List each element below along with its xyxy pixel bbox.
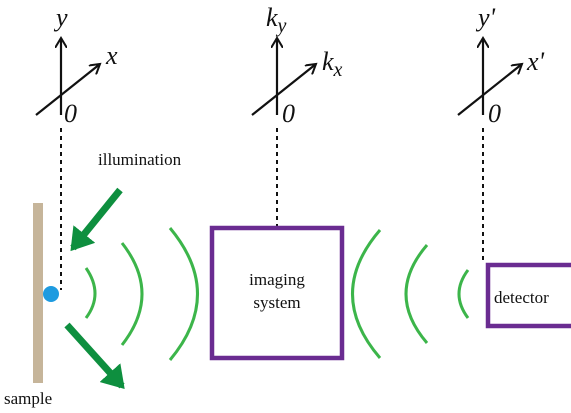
kx-axis (251, 64, 316, 116)
ky-axis-label: ky (266, 3, 287, 37)
wavefront-4 (351, 229, 382, 359)
illumination-arrow (70, 187, 123, 252)
x-axis-label: x (105, 41, 118, 70)
sample-bar (33, 203, 43, 383)
kx-axis-label: kx (322, 47, 343, 81)
imaging-system-label-line1: imaging (249, 270, 305, 289)
x-axis (35, 64, 100, 116)
origin-label: 0 (64, 99, 77, 128)
illumination-label: illumination (98, 150, 182, 169)
scattered-arrow (64, 322, 125, 389)
origin-label: 0 (488, 99, 501, 128)
y-axis-label: y (53, 3, 68, 32)
wavefront-5 (404, 244, 429, 344)
point-scatterer (43, 286, 59, 302)
y-prime-axis-label: y' (475, 3, 496, 32)
imaging-system-label-line2: system (253, 293, 300, 312)
detector-label: detector (494, 288, 549, 307)
wavefront-2 (120, 242, 144, 346)
converging-wavefronts (351, 229, 470, 359)
x-prime-axis (457, 64, 522, 116)
detector-box (485, 262, 571, 329)
outgoing-wavefronts (84, 227, 199, 361)
wavefront-1 (84, 267, 97, 319)
origin-label: 0 (282, 99, 295, 128)
sample-label: sample (4, 389, 52, 408)
wavefront-6 (457, 269, 470, 319)
fourier-coordinate-axes: ky kx 0 (251, 3, 343, 228)
sample-coordinate-axes: y x 0 (35, 3, 118, 290)
imaging-system-box (209, 225, 345, 361)
wavefront-3 (168, 227, 199, 361)
x-prime-axis-label: x' (526, 47, 545, 76)
detector-coordinate-axes: y' x' 0 (457, 3, 545, 263)
